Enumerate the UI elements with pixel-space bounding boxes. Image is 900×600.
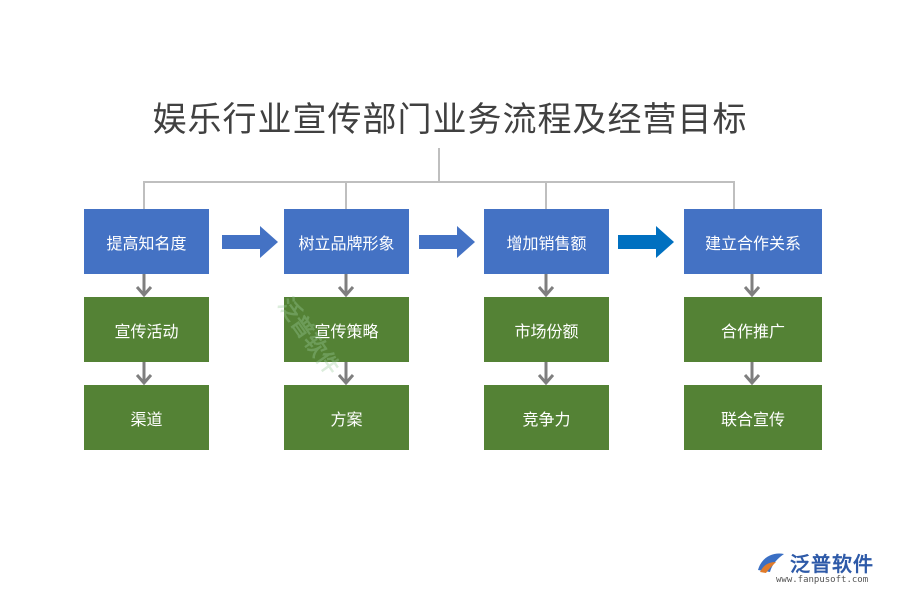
right-arrow-2 (419, 226, 475, 258)
right-arrow-3 (618, 226, 674, 258)
step-box-1-1: 宣传活动 (84, 297, 209, 362)
goal-label-4: 建立合作关系 (704, 233, 801, 253)
step-box-2-2: 方案 (284, 385, 409, 450)
goal-box-1: 提高知名度 (84, 209, 209, 274)
step-label-2-2: 方案 (330, 409, 363, 429)
step-box-3-1: 市场份额 (484, 297, 609, 362)
goal-box-2: 树立品牌形象 (284, 209, 409, 274)
step-box-2-1: 宣传策略 (284, 297, 409, 362)
branch-horizontal-line (143, 181, 735, 183)
logo-leaf-icon (758, 553, 784, 573)
branch-drop-1 (143, 181, 145, 210)
down-arrow-3-2 (538, 362, 554, 386)
step-label-1-2: 渠道 (130, 409, 163, 429)
down-arrow-2-1 (338, 274, 354, 298)
down-arrow-2-2 (338, 362, 354, 386)
goal-label-1: 提高知名度 (106, 233, 187, 253)
title-stem-line (438, 148, 440, 182)
down-arrow-4-2 (744, 362, 760, 386)
step-label-1-1: 宣传活动 (114, 321, 179, 341)
logo-url: www.fanpusoft.com (776, 575, 869, 585)
logo-name: 泛普软件 (790, 552, 874, 576)
goal-box-3: 增加销售额 (484, 209, 609, 274)
branch-drop-3 (545, 181, 547, 210)
branch-drop-2 (345, 181, 347, 210)
down-arrow-4-1 (744, 274, 760, 298)
diagram-title: 娱乐行业宣传部门业务流程及经营目标 (152, 100, 748, 140)
goal-box-4: 建立合作关系 (684, 209, 822, 274)
step-box-3-2: 竞争力 (484, 385, 609, 450)
step-label-3-2: 竞争力 (522, 409, 571, 429)
branch-drop-4 (733, 181, 735, 210)
step-box-1-2: 渠道 (84, 385, 209, 450)
down-arrow-1-2 (136, 362, 152, 386)
step-label-4-1: 合作推广 (720, 321, 785, 341)
step-box-4-1: 合作推广 (684, 297, 822, 362)
goal-label-3: 增加销售额 (506, 233, 587, 253)
goal-label-2: 树立品牌形象 (298, 233, 395, 253)
step-label-2-1: 宣传策略 (314, 321, 379, 341)
step-box-4-2: 联合宣传 (684, 385, 822, 450)
step-label-4-2: 联合宣传 (720, 409, 785, 429)
step-label-3-1: 市场份额 (514, 321, 579, 341)
right-arrow-1 (222, 226, 278, 258)
down-arrow-1-1 (136, 274, 152, 298)
down-arrow-3-1 (538, 274, 554, 298)
brand-logo: 泛普软件 www.fanpusoft.com (756, 548, 886, 588)
